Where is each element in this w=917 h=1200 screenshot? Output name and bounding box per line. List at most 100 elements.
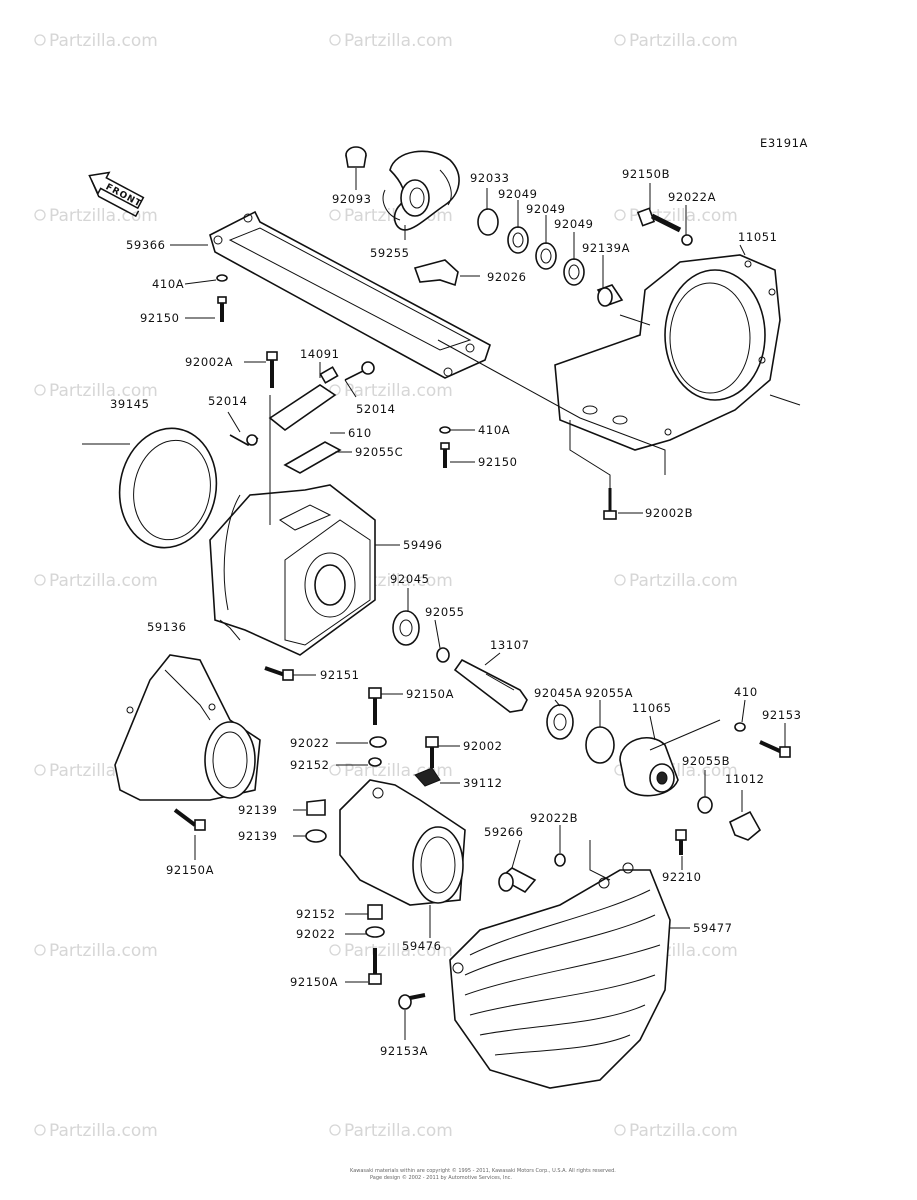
part-label-11051[interactable]: 11051 bbox=[738, 230, 778, 244]
washer-92022-top-drawing bbox=[369, 736, 387, 748]
part-label-92139A[interactable]: 92139A bbox=[582, 241, 630, 255]
svg-text:Partzilla.com: Partzilla.com bbox=[629, 206, 738, 226]
bolt-92210-drawing bbox=[675, 829, 687, 855]
part-label-92022A[interactable]: 92022A bbox=[668, 190, 716, 204]
watermark: Partzilla.com bbox=[614, 1121, 738, 1141]
stopper-59266-drawing bbox=[498, 867, 537, 894]
part-label-92150A-top[interactable]: 92150A bbox=[406, 687, 454, 701]
part-label-92049-c[interactable]: 92049 bbox=[554, 217, 594, 231]
part-label-92150-top[interactable]: 92150 bbox=[140, 311, 180, 325]
part-label-92152-bottom[interactable]: 92152 bbox=[296, 907, 336, 921]
part-label-52014-right[interactable]: 52014 bbox=[356, 402, 396, 416]
ring-92055B-drawing bbox=[697, 796, 713, 814]
bolt-92150-top-drawing bbox=[217, 296, 227, 322]
bushing-92139-drawings bbox=[305, 799, 327, 843]
part-label-92139-a[interactable]: 92139 bbox=[238, 803, 278, 817]
part-label-39145[interactable]: 39145 bbox=[110, 397, 150, 411]
sleeve-92152-bottom-drawing bbox=[367, 904, 383, 920]
watermark: Partzilla.com bbox=[329, 1121, 453, 1141]
watermark: Partzilla.com bbox=[34, 381, 158, 401]
part-label-92049-b[interactable]: 92049 bbox=[526, 202, 566, 216]
ring-39145-drawing bbox=[118, 427, 218, 549]
part-label-92022-bottom[interactable]: 92022 bbox=[296, 927, 336, 941]
part-label-92210[interactable]: 92210 bbox=[662, 870, 702, 884]
watermark: Partzilla.com bbox=[614, 206, 738, 226]
watermark: Partzilla.com bbox=[329, 31, 453, 51]
part-label-92002B[interactable]: 92002B bbox=[645, 506, 693, 520]
part-label-52014-left[interactable]: 52014 bbox=[208, 394, 248, 408]
part-label-92093[interactable]: 92093 bbox=[332, 192, 372, 206]
bearing-92045A-drawing bbox=[546, 704, 574, 740]
washer-92022-bottom-drawing bbox=[365, 926, 385, 938]
lever-39112-drawing bbox=[414, 767, 441, 787]
plate-59366-drawing bbox=[209, 210, 491, 379]
part-label-92002[interactable]: 92002 bbox=[463, 739, 503, 753]
part-label-92152-top[interactable]: 92152 bbox=[290, 758, 330, 772]
washer-410A-top-drawing bbox=[216, 274, 228, 282]
part-label-410A-mid[interactable]: 410A bbox=[478, 423, 510, 437]
part-label-39112[interactable]: 39112 bbox=[463, 776, 503, 790]
part-label-610[interactable]: 610 bbox=[348, 426, 372, 440]
watermark: Partzilla.com bbox=[34, 1121, 158, 1141]
bolt-92002B-drawing bbox=[603, 488, 617, 520]
bolt-92150A-bottom-drawing bbox=[368, 948, 382, 985]
part-label-14091[interactable]: 14091 bbox=[300, 347, 340, 361]
bolt-92151-drawing bbox=[264, 666, 294, 681]
part-label-59496[interactable]: 59496 bbox=[403, 538, 443, 552]
part-label-92055B[interactable]: 92055B bbox=[682, 754, 730, 768]
part-label-92002A[interactable]: 92002A bbox=[185, 355, 233, 369]
part-label-92022B[interactable]: 92022B bbox=[530, 811, 578, 825]
part-labels: 92093 92033 92049 92049 92049 92150B 920… bbox=[110, 167, 802, 1058]
bolt-92150A-left-drawing bbox=[173, 808, 206, 831]
part-label-59266[interactable]: 59266 bbox=[484, 825, 524, 839]
watermark: Partzilla.com bbox=[34, 941, 158, 961]
part-label-92139-b[interactable]: 92139 bbox=[238, 829, 278, 843]
svg-text:Partzilla.com: Partzilla.com bbox=[344, 1121, 453, 1141]
case-59496-drawing bbox=[209, 484, 376, 656]
part-label-92150-mid[interactable]: 92150 bbox=[478, 455, 518, 469]
washer-410A-mid-drawing bbox=[439, 426, 451, 434]
watermark: Partzilla.com bbox=[329, 381, 453, 401]
watermark: Partzilla.com bbox=[34, 31, 158, 51]
part-label-59366[interactable]: 59366 bbox=[126, 238, 166, 252]
svg-text:Partzilla.com: Partzilla.com bbox=[49, 206, 158, 226]
impeller-59255-drawing bbox=[382, 150, 460, 231]
part-label-92151[interactable]: 92151 bbox=[320, 668, 360, 682]
part-label-92055A[interactable]: 92055A bbox=[585, 686, 633, 700]
sleeve-92152-top-drawing bbox=[368, 757, 382, 767]
part-label-59255[interactable]: 59255 bbox=[370, 246, 410, 260]
part-label-92150A-bottom[interactable]: 92150A bbox=[290, 975, 338, 989]
part-label-92055C[interactable]: 92055C bbox=[355, 445, 403, 459]
part-label-410[interactable]: 410 bbox=[734, 685, 758, 699]
part-label-11012[interactable]: 11012 bbox=[725, 772, 765, 786]
svg-text:Partzilla.com: Partzilla.com bbox=[344, 941, 453, 961]
part-label-92150A-left[interactable]: 92150A bbox=[166, 863, 214, 877]
part-label-92153A[interactable]: 92153A bbox=[380, 1044, 428, 1058]
part-label-410A-top[interactable]: 410A bbox=[152, 277, 184, 291]
part-label-92045[interactable]: 92045 bbox=[390, 572, 430, 586]
bolt-92002A-drawing bbox=[266, 351, 278, 388]
part-label-92055[interactable]: 92055 bbox=[425, 605, 465, 619]
part-label-92049-a[interactable]: 92049 bbox=[498, 187, 538, 201]
svg-text:Partzilla.com: Partzilla.com bbox=[344, 381, 453, 401]
part-label-92150B[interactable]: 92150B bbox=[622, 167, 670, 181]
part-label-92022-top[interactable]: 92022 bbox=[290, 736, 330, 750]
assembly-guides bbox=[219, 314, 801, 881]
part-label-92026[interactable]: 92026 bbox=[487, 270, 527, 284]
leader-lines bbox=[82, 168, 786, 1040]
part-label-11065[interactable]: 11065 bbox=[632, 701, 672, 715]
svg-text:Partzilla.com: Partzilla.com bbox=[344, 31, 453, 51]
watermark: Partzilla.com bbox=[614, 31, 738, 51]
part-label-59476[interactable]: 59476 bbox=[402, 939, 442, 953]
part-label-92033[interactable]: 92033 bbox=[470, 171, 510, 185]
part-label-59136[interactable]: 59136 bbox=[147, 620, 187, 634]
washer-92022B-drawing bbox=[554, 853, 566, 867]
part-label-92153[interactable]: 92153 bbox=[762, 708, 802, 722]
part-label-59477[interactable]: 59477 bbox=[693, 921, 733, 935]
part-label-13107[interactable]: 13107 bbox=[490, 638, 530, 652]
svg-text:Partzilla.com: Partzilla.com bbox=[49, 1121, 158, 1141]
watermark: Partzilla.com bbox=[329, 941, 453, 961]
part-label-92045A[interactable]: 92045A bbox=[534, 686, 582, 700]
bolt-92153A-drawing bbox=[398, 993, 426, 1010]
